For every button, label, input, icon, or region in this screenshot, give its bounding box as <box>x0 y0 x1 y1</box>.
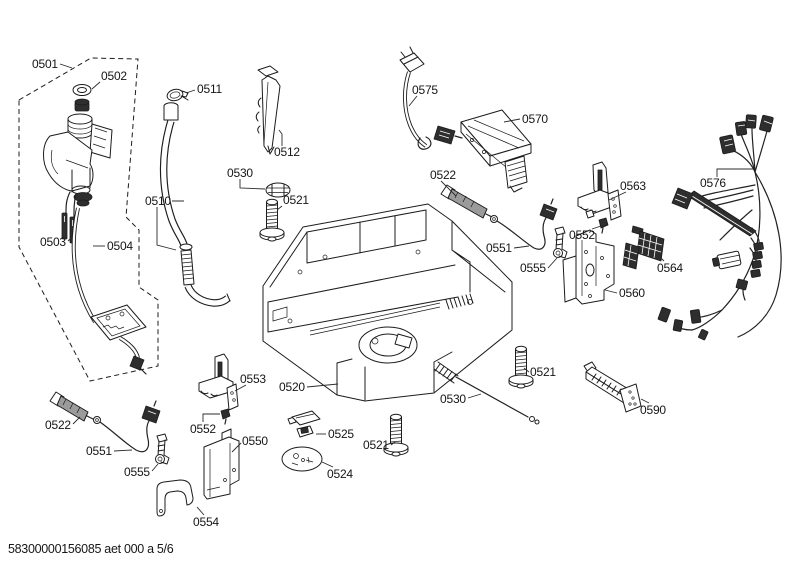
label-0553: 0553 <box>240 372 266 386</box>
cable-grid-0564 <box>622 225 665 270</box>
label-0552-top: 0552 <box>569 228 595 242</box>
inlet-valve-assembly <box>43 84 147 375</box>
clip-0552-top <box>598 217 609 234</box>
part-labels: 0501 0502 0511 0512 0575 0570 0530 0522 … <box>32 57 727 529</box>
label-0525: 0525 <box>328 427 354 441</box>
sensor-cable-0551-top <box>490 198 558 250</box>
document-number: 58300000156085 aet 000 a 5/6 <box>8 542 174 556</box>
bracket-0512 <box>255 65 281 155</box>
label-0575: 0575 <box>412 83 438 97</box>
label-0552-bottom: 0552 <box>190 422 216 436</box>
base-tray-0520 <box>262 203 513 402</box>
label-0512: 0512 <box>274 145 300 159</box>
drain-hose-0510 <box>159 102 231 307</box>
leader-lines <box>59 63 753 516</box>
wiring-harness-0576 <box>657 114 782 341</box>
label-0504: 0504 <box>107 239 133 253</box>
label-0530-top: 0530 <box>227 166 253 180</box>
label-0521-right: 0521 <box>530 365 556 379</box>
pin-0555-top <box>553 226 568 259</box>
label-0551-bottom: 0551 <box>86 444 112 458</box>
label-0522-bottom: 0522 <box>45 418 71 432</box>
rail-0590 <box>583 361 642 413</box>
label-0511: 0511 <box>197 82 223 96</box>
control-module-0570 <box>460 109 532 193</box>
damper-0522-bottom <box>49 391 98 422</box>
label-0560: 0560 <box>619 286 645 300</box>
label-0524: 0524 <box>327 467 353 481</box>
label-0555-top: 0555 <box>520 261 546 275</box>
label-0563: 0563 <box>620 179 646 193</box>
valve-body <box>43 113 113 207</box>
label-0564: 0564 <box>657 261 683 275</box>
label-0502: 0502 <box>101 69 127 83</box>
dashed-enclosure-0501 <box>18 57 159 382</box>
label-0555-bottom: 0555 <box>124 465 150 479</box>
pin-0555-bottom <box>155 433 170 465</box>
label-0520: 0520 <box>279 380 305 394</box>
clip-nut-0530-top <box>265 182 291 198</box>
bracket-0553 <box>198 353 239 411</box>
bracket-0563 <box>577 161 622 221</box>
bracket-0554 <box>156 479 194 517</box>
power-cord-0575 <box>399 46 463 150</box>
label-0521-mid: 0521 <box>363 438 389 452</box>
label-0550: 0550 <box>242 434 268 448</box>
bracket-0550 <box>203 428 240 500</box>
label-0501: 0501 <box>32 57 58 71</box>
valve-collar <box>74 98 90 112</box>
label-0551-top: 0551 <box>486 241 512 255</box>
label-0530-bottom: 0530 <box>440 392 466 406</box>
switch-0525 <box>287 410 321 438</box>
screw-0521-top <box>259 198 285 242</box>
label-0570: 0570 <box>522 112 548 126</box>
sensor-cable-0551-bottom <box>93 400 161 453</box>
label-0554: 0554 <box>193 515 219 529</box>
aquastop-assembly-0504 <box>90 304 147 375</box>
clip-0552-bottom <box>220 408 231 425</box>
disc-0524 <box>281 446 323 472</box>
label-0576: 0576 <box>700 176 726 190</box>
label-0510: 0510 <box>145 194 171 208</box>
hose-clamp-0511 <box>166 88 189 102</box>
label-0503: 0503 <box>40 235 66 249</box>
cable-0530-bottom <box>433 361 540 425</box>
label-0521-top: 0521 <box>283 193 309 207</box>
label-0590: 0590 <box>640 403 666 417</box>
bracket-0560 <box>562 229 615 305</box>
damper-0522-top <box>440 184 497 220</box>
label-0522-top: 0522 <box>430 168 456 182</box>
